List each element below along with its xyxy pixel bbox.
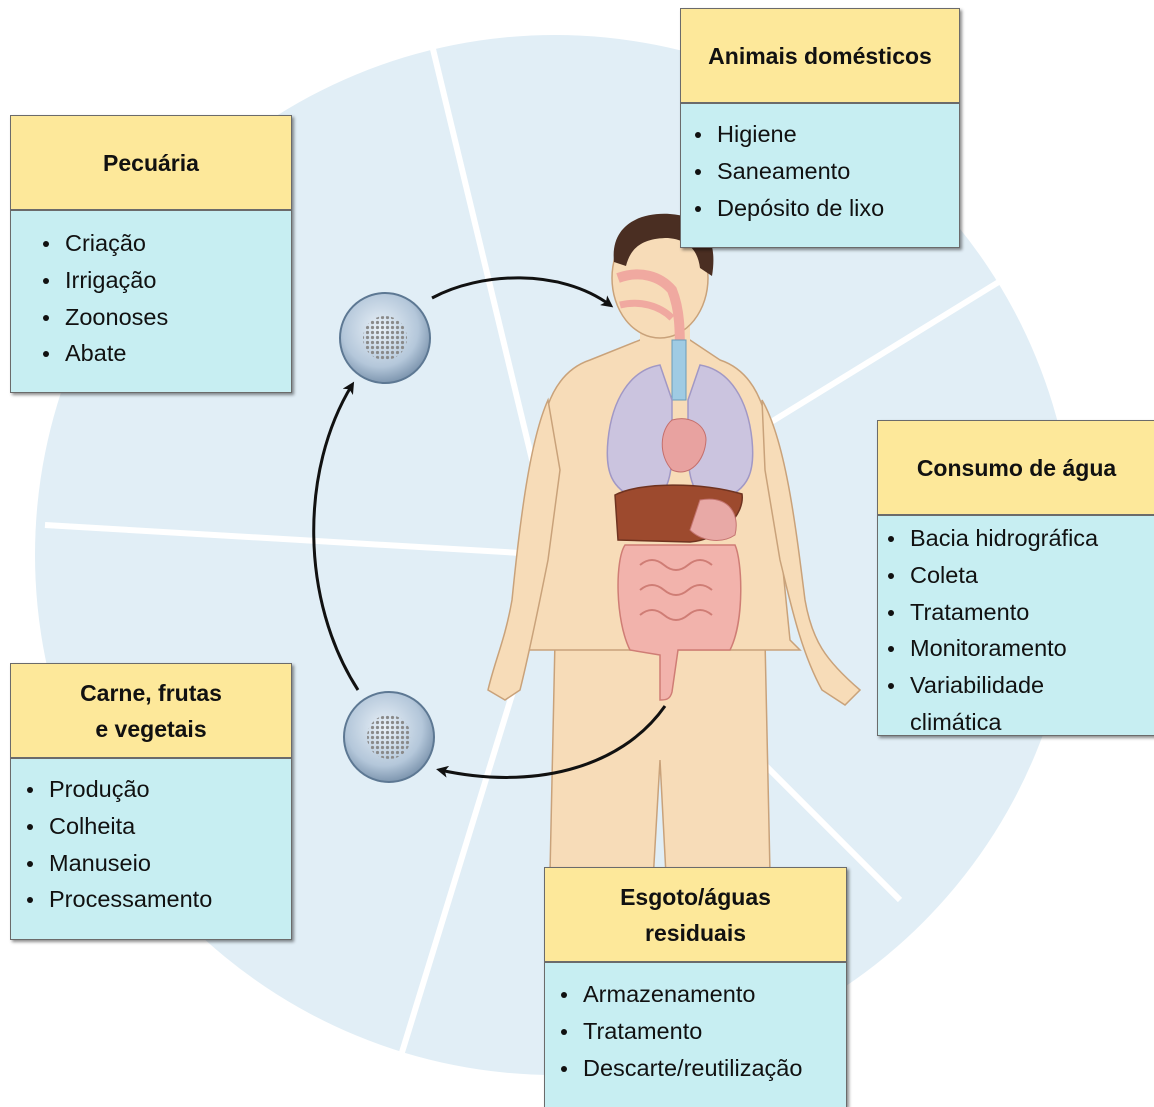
- list-item: Colheita: [17, 808, 291, 845]
- carne-frutas-vegetais-title: Carne, frutas e vegetais: [11, 664, 291, 759]
- carne-frutas-vegetais-list: Produção Colheita Manuseio Processamento: [11, 759, 291, 918]
- pecuaria-list: Criação Irrigação Zoonoses Abate: [11, 211, 291, 372]
- list-item: Processamento: [17, 881, 291, 918]
- animais-domesticos-list: Higiene Saneamento Depósito de lixo: [681, 104, 959, 226]
- title-line: Esgoto/águas: [620, 879, 771, 915]
- list-item: Saneamento: [685, 153, 959, 190]
- list-item: Bacia hidrográfica: [878, 520, 1154, 557]
- title-line: e vegetais: [95, 711, 206, 747]
- list-item: Criação: [33, 225, 291, 262]
- consumo-de-agua-list: Bacia hidrográfica Coleta Tratamento Mon…: [878, 516, 1154, 736]
- list-item: Descarte/reutilização: [551, 1050, 846, 1087]
- pecuaria-box: Pecuária Criação Irrigação Zoonoses Abat…: [10, 115, 292, 393]
- animais-domesticos-box: Animais domésticos Higiene Saneamento De…: [680, 8, 960, 248]
- pecuaria-title: Pecuária: [11, 116, 291, 211]
- animais-domesticos-title: Animais domésticos: [681, 9, 959, 104]
- list-item: Irrigação: [33, 262, 291, 299]
- list-item: Manuseio: [17, 845, 291, 882]
- list-item: Armazenamento: [551, 976, 846, 1013]
- consumo-de-agua-title: Consumo de água: [878, 421, 1154, 516]
- esgoto-aguas-residuais-list: Armazenamento Tratamento Descarte/reutil…: [545, 963, 846, 1086]
- esgoto-aguas-residuais-title: Esgoto/águas residuais: [545, 868, 846, 963]
- title-line: Carne, frutas: [80, 675, 222, 711]
- consumo-de-agua-box: Consumo de água Bacia hidrográfica Colet…: [877, 420, 1154, 736]
- list-item: Coleta: [878, 557, 1154, 594]
- list-item: Tratamento: [551, 1013, 846, 1050]
- esgoto-aguas-residuais-box: Esgoto/águas residuais Armazenamento Tra…: [544, 867, 847, 1107]
- list-item: Abate: [33, 335, 291, 372]
- list-item: Tratamento: [878, 594, 1154, 631]
- list-item: Produção: [17, 771, 291, 808]
- list-item: Monitoramento: [878, 630, 1154, 667]
- carne-frutas-vegetais-box: Carne, frutas e vegetais Produção Colhei…: [10, 663, 292, 940]
- list-item: Higiene: [685, 116, 959, 153]
- pathogen-particle-icon: [344, 692, 434, 782]
- pathogen-particle-icon: [340, 293, 430, 383]
- title-line: residuais: [645, 915, 746, 951]
- list-item: Depósito de lixo: [685, 190, 959, 227]
- list-item: Variabilidade climática: [878, 667, 1080, 736]
- list-item: Zoonoses: [33, 299, 291, 336]
